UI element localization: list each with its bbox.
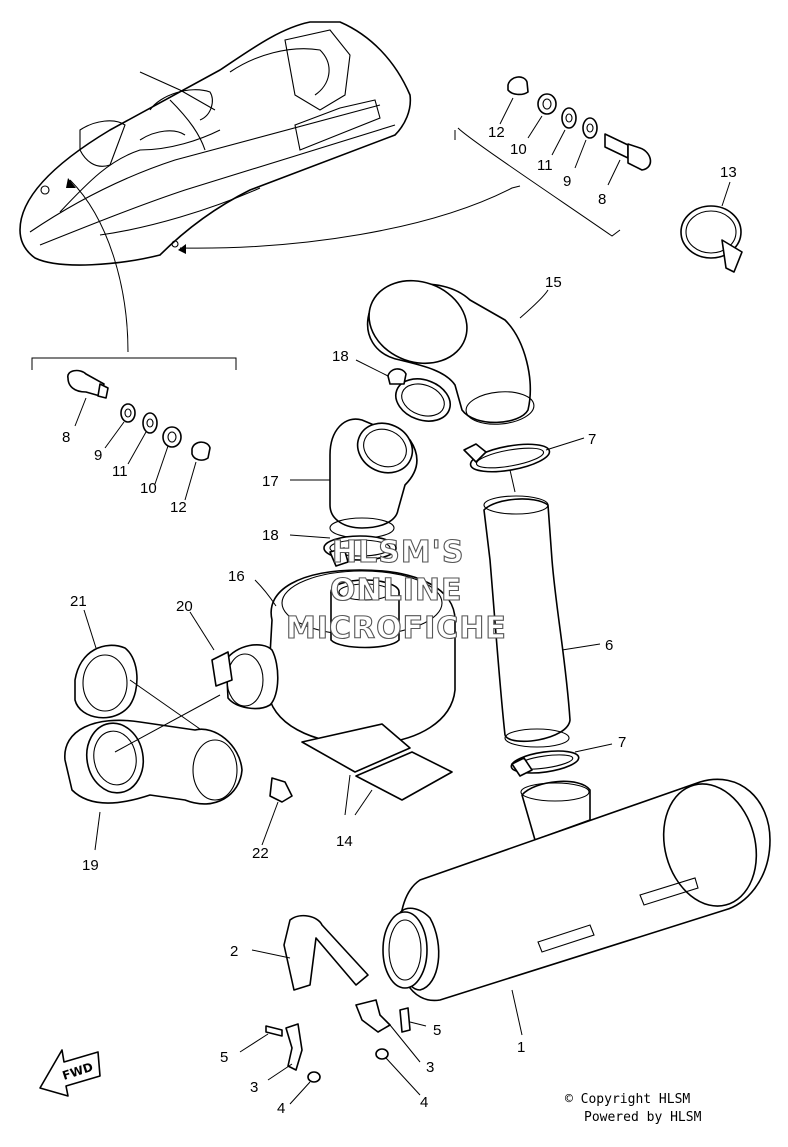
hardware-set-left — [67, 369, 211, 501]
clamp-7-upper — [463, 437, 585, 493]
callout-3-left: 3 — [250, 1079, 258, 1096]
bolt-5-right — [399, 1007, 427, 1033]
washer-4-left — [289, 1071, 321, 1105]
callout-13: 13 — [720, 164, 737, 181]
washer-11-upper — [561, 107, 577, 129]
callout-12-left: 12 — [170, 499, 187, 516]
bracket-3-right — [355, 999, 421, 1063]
copyright-line-1: © Copyright HLSM — [565, 1092, 690, 1107]
callout-18-upper: 18 — [332, 348, 349, 365]
callout-numbers: 12 10 11 9 8 13 15 18 7 8 9 11 10 12 17 … — [62, 124, 737, 1117]
callout-18-lower: 18 — [262, 527, 279, 544]
bolt-22 — [261, 777, 293, 846]
hardware-set-upper — [499, 76, 652, 186]
fwd-arrow: FWD — [39, 1049, 101, 1097]
callout-4-left: 4 — [277, 1100, 285, 1117]
callout-20: 20 — [176, 598, 193, 615]
callout-6: 6 — [605, 637, 613, 654]
bolt-5-left — [239, 1025, 283, 1053]
watermark: HLSM'S ONLINE MICROFICHE — [285, 534, 507, 646]
washer-9-upper — [582, 117, 598, 139]
callout-11-upper: 11 — [537, 157, 553, 174]
elbow-hose-17 — [290, 418, 418, 539]
bolt-8-upper — [604, 133, 629, 159]
nut-10-upper — [537, 93, 557, 115]
callout-14: 14 — [336, 833, 353, 850]
bracket-3-left — [267, 1023, 303, 1081]
callout-10-upper: 10 — [510, 141, 527, 158]
exhaust-pipe-19 — [64, 694, 243, 851]
callout-8-upper: 8 — [598, 191, 606, 208]
watermark-line-3: MICROFICHE — [286, 611, 507, 646]
callout-21: 21 — [70, 593, 87, 610]
callout-10-left: 10 — [140, 480, 157, 497]
callout-17: 17 — [262, 473, 279, 490]
callout-3-right: 3 — [426, 1059, 434, 1076]
flange-21 — [74, 609, 231, 751]
clamp-18-lower — [289, 534, 397, 567]
callout-16: 16 — [228, 568, 245, 585]
callout-5-right: 5 — [433, 1022, 441, 1039]
mounting-pads-14 — [301, 723, 453, 816]
callout-9-upper: 9 — [563, 173, 571, 190]
copyright-block: © Copyright HLSM Powered by HLSM — [565, 1092, 702, 1125]
callout-5-left: 5 — [220, 1049, 228, 1066]
exhaust-hose-6 — [483, 495, 601, 748]
washer-4-right — [375, 1048, 421, 1096]
callout-22: 22 — [252, 845, 269, 862]
callout-4-right: 4 — [420, 1094, 428, 1111]
hose-clamp-13 — [680, 181, 743, 273]
copyright-line-2: Powered by HLSM — [584, 1110, 702, 1125]
callout-12-upper: 12 — [488, 124, 505, 141]
water-lock-16 — [254, 569, 456, 745]
joint-20 — [189, 611, 279, 710]
watermark-line-1: HLSM'S — [332, 535, 464, 570]
callout-2: 2 — [230, 943, 238, 960]
watercraft-illustration — [19, 21, 412, 266]
clamp-18-upper — [355, 359, 451, 422]
muffler-1 — [382, 778, 771, 1036]
strap-2 — [251, 914, 369, 991]
reference-brackets — [31, 127, 621, 370]
clip-12-upper — [507, 76, 529, 96]
callout-15: 15 — [545, 274, 562, 291]
callout-19: 19 — [82, 857, 99, 874]
callout-1: 1 — [517, 1039, 525, 1056]
callout-9-left: 9 — [94, 447, 102, 464]
watermark-line-2: ONLINE — [330, 573, 463, 608]
callout-11-left: 11 — [112, 463, 128, 480]
callout-7-lower: 7 — [618, 734, 626, 751]
clamp-7-lower — [510, 743, 613, 777]
callout-8-left: 8 — [62, 429, 70, 446]
elbow-hose-15 — [366, 279, 549, 425]
callout-7-upper: 7 — [588, 431, 596, 448]
